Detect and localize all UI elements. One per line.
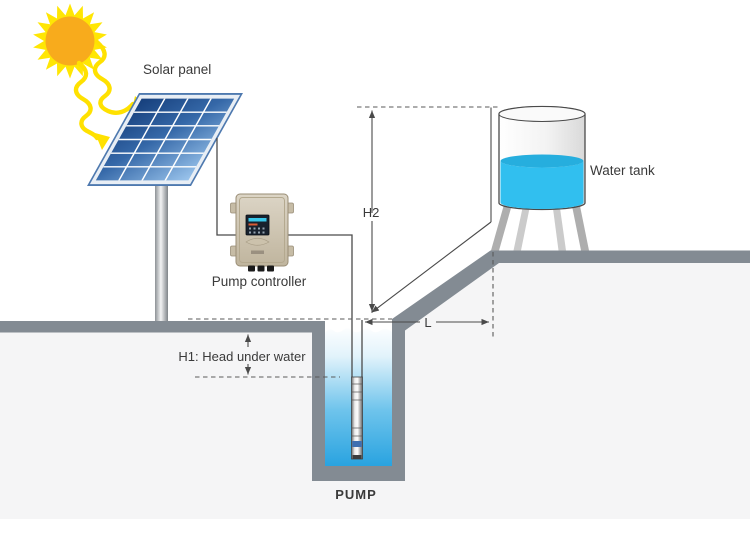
- controller-face: [239, 197, 285, 263]
- tank-water-surface: [500, 154, 584, 168]
- sun-beam-left-arrowhead: [95, 133, 110, 150]
- sun-icon: [33, 3, 107, 79]
- panel-grid-line: [110, 152, 205, 154]
- pump-controller-icon: [230, 193, 294, 272]
- tank-leg: [552, 201, 566, 251]
- sun-beam-right: [92, 39, 136, 115]
- water-tank-label: Water tank: [590, 163, 655, 178]
- h2-label: H2: [363, 205, 380, 220]
- panel-pole: [155, 186, 168, 321]
- h2-diagonal-leader: [371, 221, 492, 313]
- controller-connectors: [248, 265, 274, 272]
- keypad-dot: [249, 231, 251, 234]
- underground-region: [0, 263, 750, 519]
- pump-segments: [351, 383, 363, 437]
- panel-grid: [103, 98, 227, 181]
- keypad-dot: [262, 227, 265, 230]
- tank-lid: [498, 106, 586, 122]
- controller-emblem: [245, 237, 270, 246]
- controller-label-bar: [251, 250, 264, 254]
- tank-leg: [571, 201, 589, 251]
- panel-grid-line: [118, 138, 212, 141]
- solar-panel-label: Solar panel: [143, 62, 211, 77]
- panel-grid-line: [125, 125, 220, 127]
- keypad-dot: [253, 231, 256, 234]
- sun-disc: [45, 16, 95, 66]
- panel-grid-line: [103, 166, 197, 168]
- connector: [248, 265, 255, 272]
- pump-label: PUMP: [335, 487, 377, 502]
- pump-motor-band: [352, 441, 362, 447]
- water-tank-icon: [491, 105, 589, 251]
- pump-icon: [351, 376, 363, 460]
- panel-grid-line: [133, 111, 227, 113]
- dimension-l: [365, 252, 494, 337]
- keypad-dot: [262, 231, 265, 234]
- dimension-h1: [195, 334, 340, 378]
- controller-display-screen: [248, 218, 267, 222]
- sun-beam-left: [73, 60, 100, 141]
- controller-mount-tabs: [230, 202, 294, 257]
- wiring: [216, 138, 353, 377]
- keypad-dot: [258, 227, 260, 230]
- connector: [257, 265, 265, 272]
- tank-leg: [491, 201, 513, 251]
- keypad-dot: [249, 227, 251, 230]
- tank-water: [500, 161, 584, 209]
- keypad-dot: [253, 227, 256, 230]
- controller-display-led: [248, 223, 258, 226]
- dimension-h2: [357, 106, 499, 313]
- panel-to-controller-wire: [216, 138, 237, 236]
- connector: [267, 265, 274, 272]
- controller-to-pump-wire: [288, 234, 353, 377]
- pump-bottom-cap: [352, 455, 362, 459]
- pump-controller-label: Pump controller: [212, 274, 307, 289]
- keypad-dot: [258, 231, 260, 234]
- controller-keypad: [249, 227, 265, 234]
- l-label: L: [424, 315, 431, 330]
- tank-legs: [491, 201, 589, 251]
- solar-panel-icon: [87, 93, 243, 186]
- h1-label: H1: Head under water: [178, 349, 306, 364]
- tank-leg: [513, 201, 531, 251]
